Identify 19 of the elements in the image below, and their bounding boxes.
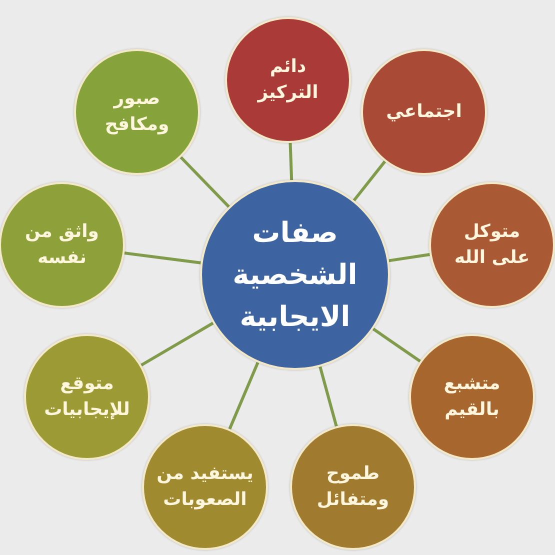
trait-label: اجتماعي: [386, 100, 462, 124]
trait-label: متوكل على الله: [453, 220, 531, 270]
center-title: صفات الشخصية الايجابية: [232, 215, 358, 335]
connector-line: [228, 362, 260, 430]
connector-line: [352, 160, 386, 202]
connector-line: [318, 366, 338, 427]
trait-label: متوقع للإيجابيات: [43, 372, 131, 422]
trait-label: دائم التركيز: [256, 54, 320, 105]
trait-label: صبور ومكافح: [104, 86, 170, 137]
trait-label: واثق من نفسه: [24, 220, 100, 270]
connector-line: [180, 156, 230, 208]
connector-line: [140, 322, 214, 366]
trait-label: متشبع بالقيم: [442, 372, 502, 422]
connector-line: [288, 142, 294, 180]
connector-line: [372, 328, 421, 362]
connector-line: [388, 253, 430, 262]
connector-line: [124, 252, 201, 264]
trait-label: طموح ومتفائل: [316, 462, 390, 512]
trait-label: يستفيد من الصعوبات: [156, 462, 254, 512]
